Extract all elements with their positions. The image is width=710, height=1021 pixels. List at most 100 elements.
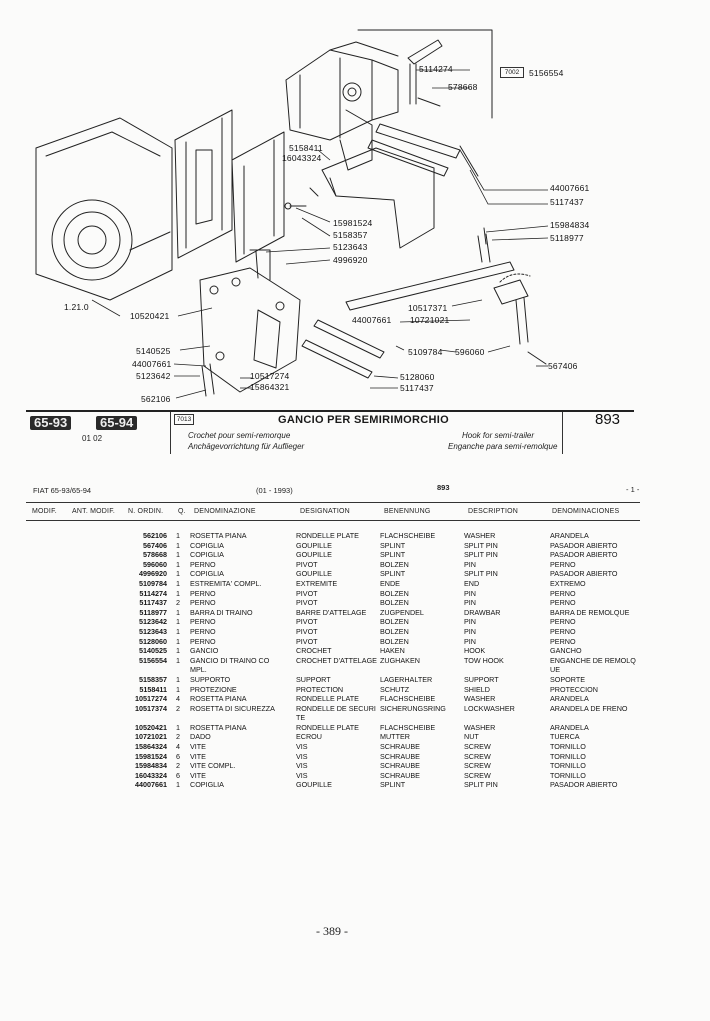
part-desc-en: SCREW	[464, 751, 491, 761]
part-number: 10517274	[135, 694, 167, 704]
page-title: GANCIO PER SEMIRIMORCHIO	[278, 414, 449, 426]
part-desc-it: VITE COMPL.	[190, 761, 236, 771]
part-number: 15864324	[135, 742, 167, 752]
part-quantity: 4	[176, 742, 180, 752]
part-quantity: 1	[176, 617, 180, 627]
part-desc-it: ROSETTA DI SICUREZZA	[190, 703, 275, 713]
part-desc-en: PIN	[464, 588, 476, 598]
part-number: 578668	[143, 550, 167, 560]
part-desc-es: GANCHO	[550, 646, 582, 656]
col-header-es: DENOMINACIONES	[552, 508, 620, 515]
part-number: 10517374	[135, 703, 167, 713]
part-desc-en: NUT	[464, 732, 479, 742]
band-divider	[170, 412, 171, 454]
part-desc-es: ENGANCHE DE REMOLQ	[550, 655, 636, 665]
part-desc-de: MUTTER	[380, 732, 410, 742]
part-quantity: 1	[176, 550, 180, 560]
part-desc-en: SPLIT PIN	[464, 569, 498, 579]
part-desc-fr: BARRE D'ATTELAGE	[296, 607, 367, 617]
part-number: 5118977	[139, 607, 167, 617]
part-desc-es: PERNO	[550, 626, 576, 636]
part-desc-es: BARRA DE REMOLQUE	[550, 607, 630, 617]
part-quantity: 1	[176, 578, 180, 588]
callout-label: 1.21.0	[64, 302, 89, 312]
part-desc-fr: GOUPILLE	[296, 780, 332, 790]
part-quantity: 1	[176, 684, 180, 694]
part-desc-es: PASADOR ABIERTO	[550, 550, 618, 560]
part-desc-de: SCHUTZ	[380, 684, 410, 694]
part-desc-it: VITE	[190, 770, 206, 780]
callout-box-label: 7002	[500, 67, 524, 78]
page-index: - 1 -	[626, 485, 640, 494]
part-quantity: 1	[176, 626, 180, 636]
part-desc-it: ROSETTA PIANA	[190, 722, 247, 732]
part-desc-es: TUERCA	[550, 732, 580, 742]
part-desc-es: SOPORTE	[550, 674, 586, 684]
subtitle-es: Enganche para semi-remolque	[448, 442, 558, 451]
part-quantity: 6	[176, 770, 180, 780]
col-header-qty: Q.	[178, 508, 186, 515]
callout-label: 5158357	[333, 230, 368, 240]
part-desc-de: BOLZEN	[380, 559, 409, 569]
part-desc-it: VITE	[190, 742, 206, 752]
part-desc-en: SUPPORT	[464, 674, 499, 684]
part-desc-es: EXTREMO	[550, 578, 586, 588]
exploded-parts-drawing	[35, 29, 549, 399]
part-desc-fr: GOUPILLE	[296, 540, 332, 550]
part-number: 567406	[143, 540, 167, 550]
col-header-modif: MODIF.	[32, 508, 57, 515]
callout-label: 562106	[141, 394, 171, 404]
callout-label: 5118977	[550, 233, 584, 243]
part-quantity: 1	[176, 636, 180, 646]
part-desc-de: SCHRAUBE	[380, 761, 420, 771]
col-header-fr: DESIGNATION	[300, 508, 350, 515]
header-rule	[26, 502, 640, 503]
part-quantity: 1	[176, 780, 180, 790]
part-desc-de: ZUGPENDEL	[380, 607, 424, 617]
part-number: 16043324	[135, 770, 167, 780]
part-desc-it: GANCIO DI TRAINO CO	[190, 655, 270, 665]
callout-label: 16043324	[282, 153, 322, 163]
part-quantity: 1	[176, 569, 180, 579]
part-desc-en: END	[464, 578, 480, 588]
part-number: 5123642	[139, 617, 167, 627]
part-desc-it: COPIGLIA	[190, 569, 224, 579]
side-plates-drawing	[174, 109, 285, 263]
part-quantity: 1	[176, 607, 180, 617]
part-desc-fr: VIS	[296, 742, 308, 752]
part-desc-de: SPLINT	[380, 540, 406, 550]
part-desc-fr: RONDELLE PLATE	[296, 531, 359, 540]
part-desc-it: PERNO	[190, 559, 216, 569]
callout-label: 10520421	[130, 311, 170, 321]
part-desc-de: BOLZEN	[380, 626, 409, 636]
part-desc-it: ESTREMITA' COMPL.	[190, 578, 262, 588]
part-desc-en	[464, 713, 550, 723]
part-number: 5128060	[139, 636, 167, 646]
callout-label: 15984834	[550, 220, 590, 230]
part-desc-es: TORNILLO	[550, 770, 586, 780]
callout-label: 5158411	[289, 143, 323, 153]
part-desc-es	[550, 713, 650, 723]
title-band	[26, 410, 634, 457]
part-number: 4996920	[139, 569, 167, 579]
subtitle-de: Anchägevorrichtung für Auflieger	[188, 442, 305, 451]
part-desc-it: ROSETTA PIANA	[190, 694, 247, 704]
part-desc-de	[380, 713, 464, 723]
part-desc-fr: RONDELLE DE SECURI	[296, 703, 376, 713]
part-desc-en: SPLIT PIN	[464, 550, 498, 560]
parts-table-row: TE	[96, 713, 650, 723]
part-desc-de: SPLINT	[380, 550, 406, 560]
part-number: 15984834	[135, 761, 167, 771]
part-desc-de: BOLZEN	[380, 598, 409, 608]
